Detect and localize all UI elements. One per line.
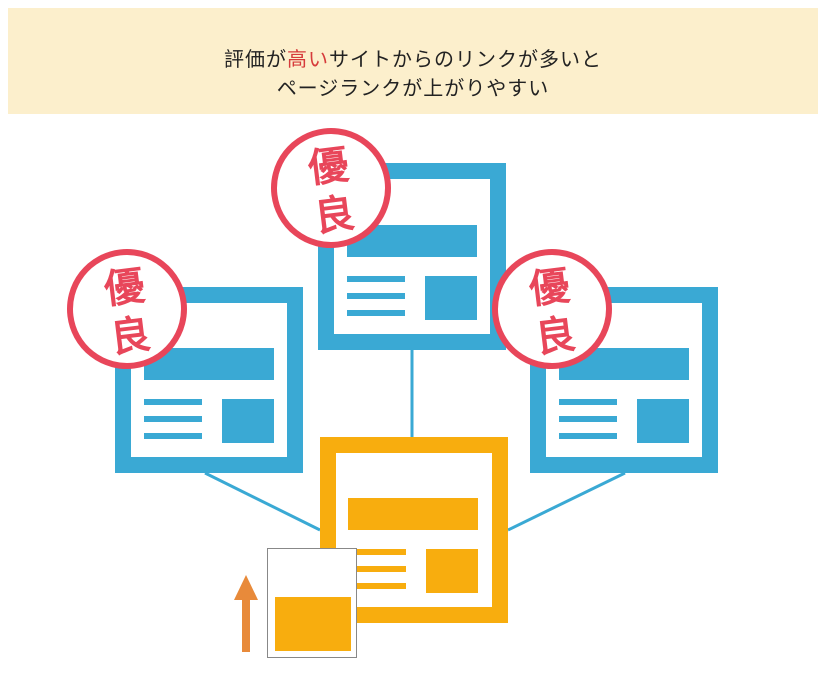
- quality-stamp-top: 優 良: [271, 128, 391, 248]
- stamp-left-char1: 優: [101, 263, 148, 314]
- banner-text-post: サイトからのリンクが多いと: [329, 47, 602, 71]
- banner-text-accent: 高い: [287, 47, 329, 71]
- target-page: [320, 437, 508, 623]
- quality-stamp-left: 優 良: [67, 249, 187, 369]
- stamp-right-char1: 優: [526, 263, 573, 314]
- connector-line-left: [204, 471, 321, 532]
- quality-stamp-right: 優 良: [492, 249, 612, 369]
- banner-line-1: 評価が高いサイトからのリンクが多いと: [8, 43, 818, 72]
- banner-line-2: ページランクが上がりやすい: [276, 76, 550, 100]
- banner-text-pre: 評価が: [224, 47, 287, 71]
- stamp-top-char1: 優: [305, 142, 352, 193]
- stamp-right-char2: 良: [533, 312, 578, 363]
- stamp-top-char2: 良: [312, 191, 357, 242]
- connector-line-right: [507, 471, 626, 532]
- up-arrow-icon: [234, 575, 258, 652]
- header-banner: 評価が高いサイトからのリンクが多いと ページランクが上がりやすい: [8, 8, 818, 114]
- rank-box-icon: [267, 548, 357, 658]
- stamp-left-char2: 良: [108, 312, 153, 363]
